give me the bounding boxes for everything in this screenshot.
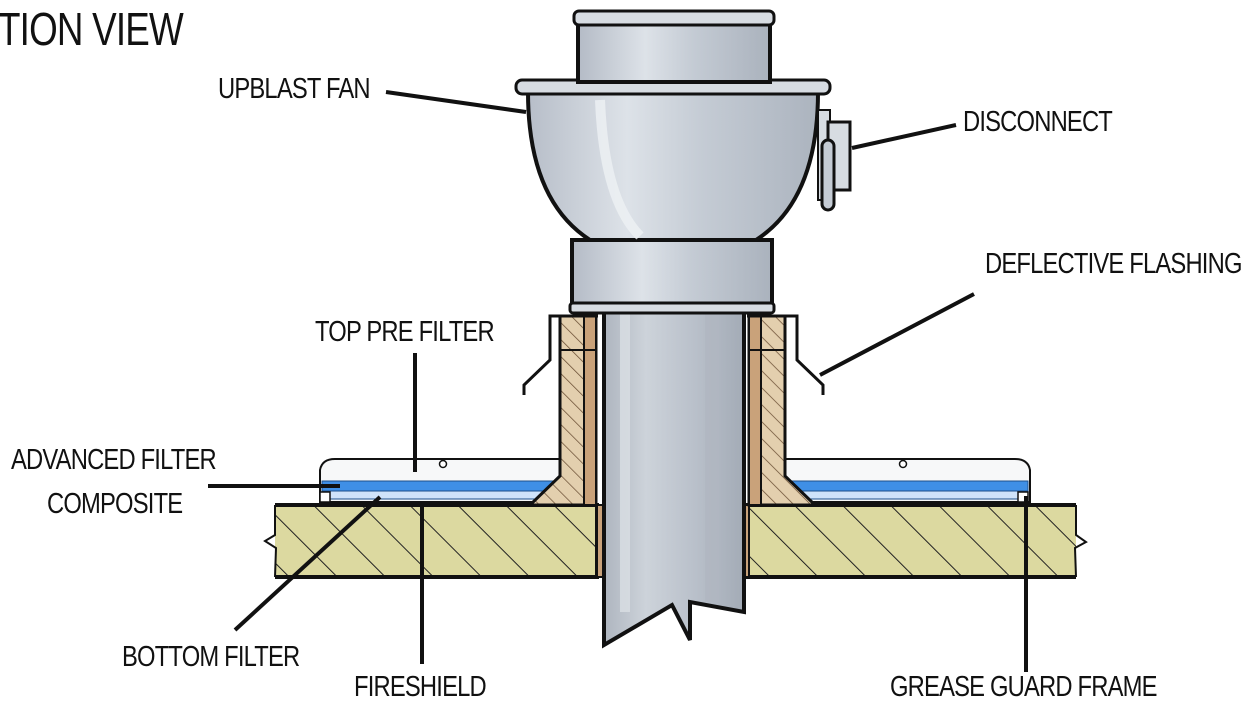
- label-grease-guard-frame: GREASE GUARD FRAME: [890, 671, 1157, 703]
- label-deflective-flashing: DEFLECTIVE FLASHING: [985, 248, 1242, 280]
- upblast-fan: [514, 9, 832, 315]
- exhaust-duct: [602, 308, 746, 649]
- filter-assembly-left: [319, 458, 561, 503]
- deflective-flashing: [522, 314, 825, 395]
- leader-upblast-fan: [385, 90, 527, 114]
- label-advanced-filter-line1: ADVANCED FILTER: [11, 444, 217, 476]
- disconnect-box: [817, 109, 852, 212]
- leader-lines: [208, 90, 1028, 672]
- label-upblast-fan: UPBLAST FAN: [218, 73, 371, 105]
- filter-assembly-right: [784, 458, 1031, 503]
- leader-deflective-flashing: [819, 292, 975, 377]
- view-title: TION VIEW: [0, 3, 184, 55]
- label-disconnect: DISCONNECT: [963, 106, 1113, 138]
- label-fireshield: FIRESHIELD: [354, 671, 487, 703]
- label-advanced-filter-line2: COMPOSITE: [47, 488, 183, 520]
- label-top-pre-filter: TOP PRE FILTER: [315, 316, 495, 348]
- leader-disconnect: [851, 123, 957, 150]
- leader-bottom-filter: [233, 495, 382, 632]
- label-bottom-filter: BOTTOM FILTER: [122, 641, 300, 673]
